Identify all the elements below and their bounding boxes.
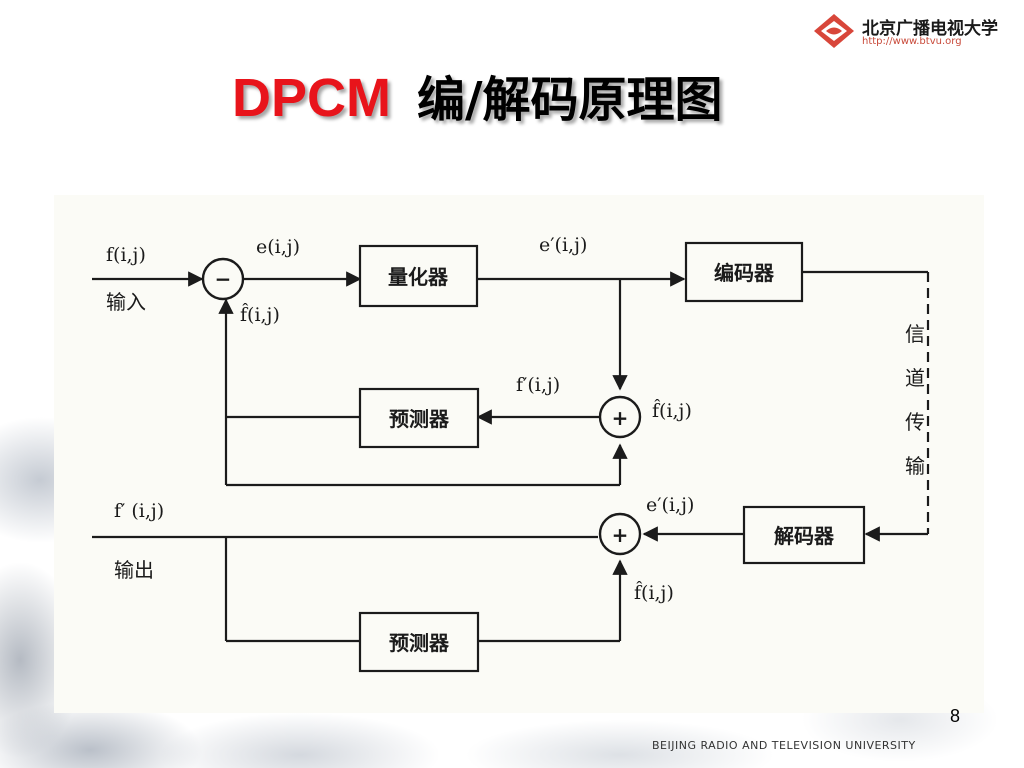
- subtractor-node: −: [201, 257, 245, 301]
- predictor-bottom-label: 预测器: [389, 631, 450, 655]
- title-english: DPCM: [232, 68, 391, 128]
- add-symbol-decoder: +: [612, 523, 629, 547]
- prediction-top-label: f̂(i,j): [240, 303, 280, 326]
- input-signal-label: f(i,j): [106, 244, 146, 266]
- prediction-bottom-label: f̂(i,j): [634, 581, 674, 604]
- dpcm-diagram: − + + 量化器 编码器 预测器 解码器: [54, 195, 984, 713]
- output-label: 输出: [114, 558, 154, 582]
- channel-char-1: 信: [905, 322, 925, 346]
- decoder-adder-node: +: [598, 512, 642, 556]
- prediction-right-label: f̂(i,j): [652, 399, 692, 422]
- decoder-label: 解码器: [774, 524, 835, 548]
- university-logo: 北京广播电视大学 http://www.btvu.org: [812, 10, 1012, 52]
- dpcm-diagram-svg: − + + 量化器 编码器 预测器 解码器: [92, 234, 930, 673]
- university-url: http://www.btvu.org: [862, 36, 962, 47]
- error-signal-label: e(i,j): [256, 236, 300, 258]
- add-symbol-encoder: +: [612, 406, 629, 430]
- predictor-top-label: 预测器: [389, 407, 450, 431]
- footer-university-name: BEIJING RADIO AND TELEVISION UNIVERSITY: [652, 739, 916, 752]
- quantizer-box: 量化器: [358, 244, 479, 308]
- input-label: 输入: [106, 290, 146, 314]
- output-signal-label: f′ (i,j): [114, 500, 164, 522]
- quantizer-label: 量化器: [388, 265, 449, 289]
- encoder-box: 编码器: [684, 241, 804, 303]
- channel-char-4: 输: [905, 454, 925, 478]
- decoder-box: 解码器: [742, 505, 866, 565]
- quantized-error-label: e′(i,j): [539, 234, 587, 256]
- slide-title: DPCM 编/解码原理图: [232, 60, 723, 130]
- predictor-box-top: 预测器: [358, 387, 480, 449]
- subtract-symbol: −: [215, 267, 232, 291]
- page-number: 8: [950, 706, 961, 726]
- channel-char-2: 道: [905, 366, 925, 390]
- reconstructed-top-label: f′(i,j): [516, 374, 560, 396]
- encoder-adder-node: +: [598, 395, 642, 439]
- university-emblem-icon: [814, 14, 854, 48]
- channel-char-3: 传: [905, 410, 925, 434]
- decoder-error-label: e′(i,j): [646, 494, 694, 516]
- predictor-box-bottom: 预测器: [358, 611, 480, 673]
- encoder-label: 编码器: [714, 261, 775, 285]
- university-name: 北京广播电视大学: [862, 19, 998, 39]
- title-chinese: 编/解码原理图: [417, 72, 723, 128]
